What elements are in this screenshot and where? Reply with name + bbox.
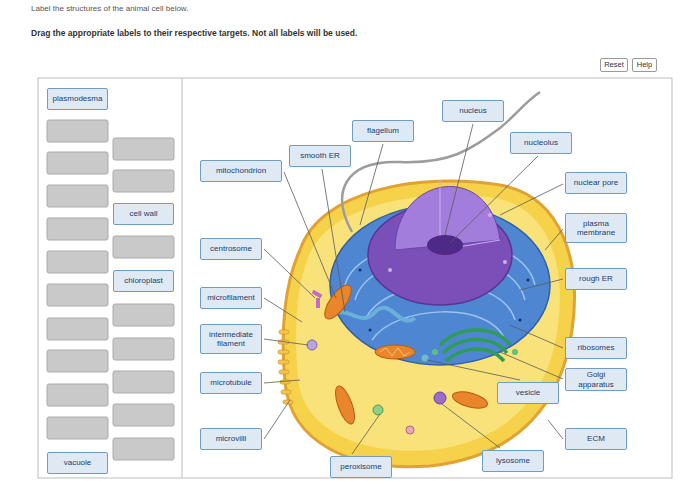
drag-label: centrosome: [200, 238, 262, 260]
drag-label: peroxisome: [330, 456, 392, 478]
label-text: mitochondrion: [216, 166, 266, 175]
label-text: cell wall: [129, 209, 157, 218]
label-text: microfilament: [207, 293, 255, 302]
label-text: chloroplast: [124, 276, 163, 285]
drag-label: nucleus: [442, 100, 504, 122]
label-text: intermediate filament: [204, 330, 258, 348]
label-text: ribosomes: [578, 343, 615, 352]
label-text: peroxisome: [340, 462, 381, 471]
drag-label: nuclear pore: [565, 172, 627, 194]
drag-label: ribosomes: [565, 337, 627, 359]
label-text: microtubule: [210, 378, 251, 387]
label-text: rough ER: [579, 274, 613, 283]
label-text: ECM: [587, 434, 605, 443]
drag-label: ECM: [565, 428, 627, 450]
label-text: centrosome: [210, 244, 252, 253]
label-text: smooth ER: [300, 151, 340, 160]
drag-label: smooth ER: [289, 145, 351, 167]
drag-label: Golgi apparatus: [565, 368, 627, 391]
drag-label: cell wall: [113, 203, 174, 225]
label-text: nucleus: [459, 106, 487, 115]
toolbar-button: Help: [632, 58, 657, 72]
drag-label: nucleolus: [510, 132, 572, 154]
instruction-text: Drag the appropriate labels to their res…: [31, 28, 357, 38]
label-text: lysosome: [496, 456, 530, 465]
label-text: vesicle: [516, 388, 540, 397]
label-text: Help: [637, 61, 652, 70]
label-text: Reset: [604, 61, 624, 70]
drag-label: chloroplast: [113, 270, 174, 292]
drag-label: microfilament: [200, 287, 262, 309]
drag-label: rough ER: [565, 268, 627, 290]
drag-label: vacuole: [47, 452, 108, 474]
drag-label: microtubule: [200, 372, 262, 394]
drag-label: lysosome: [482, 450, 544, 472]
drag-label: vesicle: [497, 382, 559, 404]
drag-label: mitochondrion: [200, 160, 282, 182]
label-text: Golgi apparatus: [569, 370, 623, 388]
drag-label: intermediate filament: [200, 324, 262, 354]
drag-label: flagellum: [352, 120, 414, 142]
label-text: microvilli: [216, 434, 247, 443]
label-text: vacuole: [64, 458, 92, 467]
label-text: nucleolus: [524, 138, 558, 147]
label-text: nuclear pore: [574, 178, 618, 187]
label-text: flagellum: [367, 126, 399, 135]
question-title: Label the structures of the animal cell …: [31, 4, 188, 13]
drag-label: plasmodesma: [47, 88, 108, 110]
drag-label: microvilli: [200, 428, 262, 450]
label-text: plasma membrane: [569, 219, 623, 237]
label-text: plasmodesma: [53, 94, 103, 103]
drag-label: plasma membrane: [565, 213, 627, 243]
toolbar-button: Reset: [600, 58, 628, 72]
